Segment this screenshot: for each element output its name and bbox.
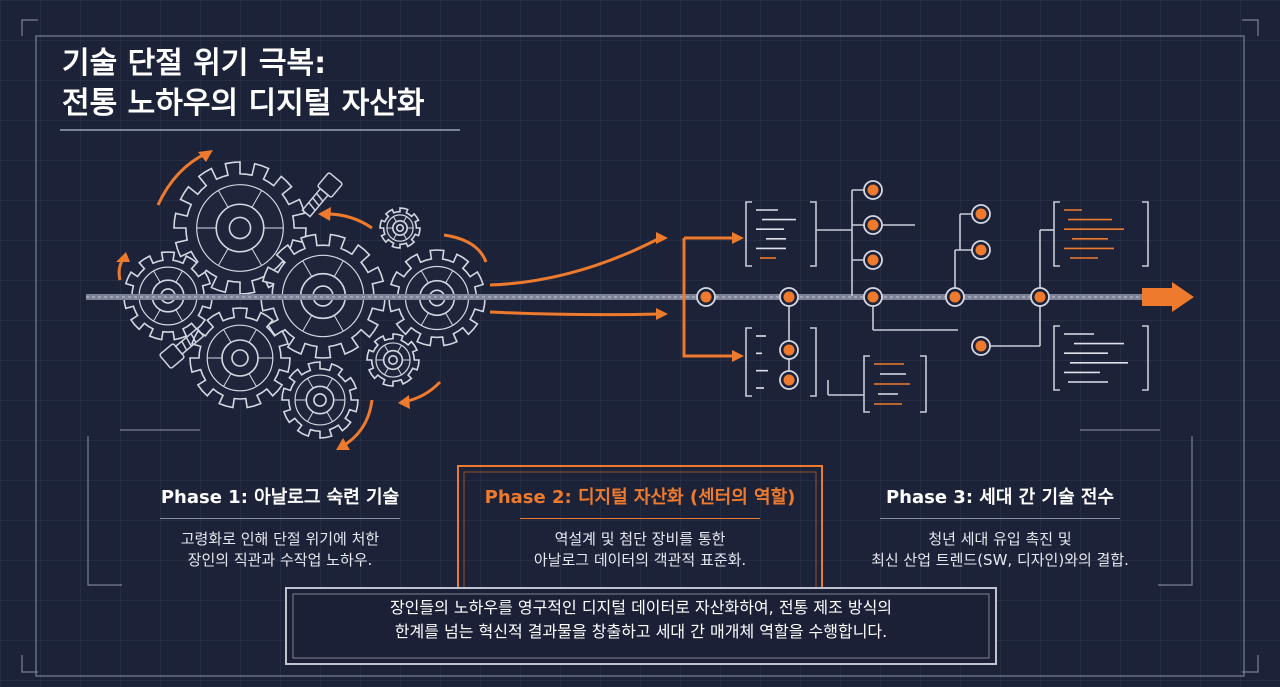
node-icon <box>863 250 883 270</box>
title-underline <box>60 129 460 131</box>
node-icon <box>779 287 799 307</box>
phase-2-description: 역설계 및 첨단 장비를 통한 아날로그 데이터의 객관적 표준화. <box>478 529 802 571</box>
node-icon <box>1030 287 1050 307</box>
title-line-1: 기술 단절 위기 극복: <box>62 46 327 81</box>
page-title: 기술 단절 위기 극복: 전통 노하우의 디지털 자산화 <box>62 44 425 124</box>
phase-2-desc-line: 아날로그 데이터의 객관적 표준화. <box>533 551 747 569</box>
node-icon <box>696 287 716 307</box>
node-icon <box>863 287 883 307</box>
arrowheads <box>116 150 410 450</box>
summary-line-2: 한계를 넘는 혁신적 결과물을 창출하고 세대 간 매개체 역할을 수행합니다. <box>394 622 888 641</box>
node-icon <box>945 287 965 307</box>
phase-3-divider <box>880 518 1120 519</box>
phase-2-desc-line: 역설계 및 첨단 장비를 통한 <box>554 530 726 548</box>
node-icon <box>971 204 991 224</box>
phase-1-card: Phase 1: 아날로그 숙련 기술 고령화로 인해 단절 위기에 처한 장인… <box>130 486 430 571</box>
node-icon <box>971 240 991 260</box>
gear-icon <box>281 361 359 439</box>
phase-1-desc-line: 장인의 직관과 수작업 노하우. <box>187 551 373 569</box>
bolt-icon <box>159 327 205 369</box>
gear-icon <box>366 333 420 387</box>
title-line-2: 전통 노하우의 디지털 자산화 <box>62 86 425 121</box>
gear-icon <box>189 307 291 409</box>
node-icon <box>779 340 799 360</box>
gear-icon <box>173 161 307 295</box>
phase-2-card: Phase 2: 디지털 자산화 (센터의 역할) 역설계 및 첨단 장비를 통… <box>478 486 802 571</box>
phase-2-title: Phase 2: 디지털 자산화 (센터의 역할) <box>484 487 796 508</box>
gear-icon <box>379 207 421 249</box>
node-icon <box>863 180 883 200</box>
code-panels <box>745 201 1149 413</box>
blueprint-frame <box>21 19 1259 677</box>
flow-fork-arrows <box>489 236 738 358</box>
phase-3-card: Phase 3: 세대 간 기술 전수 청년 세대 유입 촉진 및 최신 산업 … <box>850 486 1150 571</box>
gear-cluster <box>123 161 486 439</box>
summary-box-frame <box>285 587 997 665</box>
summary-text: 장인들의 노하우를 영구적인 디지털 데이터로 자산화하여, 전통 제조 방식의… <box>297 596 985 644</box>
main-flow-line <box>86 282 1194 312</box>
phase-3-desc-line: 최신 산업 트렌드(SW, 디자인)와의 결합. <box>871 551 1129 569</box>
summary-line-1: 장인들의 노하우를 영구적인 디지털 데이터로 자산화하여, 전통 제조 방식의 <box>389 598 893 617</box>
code-panel-icon <box>1053 201 1149 267</box>
phase-1-title: Phase 1: 아날로그 숙련 기술 <box>160 487 400 508</box>
phase-3-desc-line: 청년 세대 유입 촉진 및 <box>928 530 1072 548</box>
code-panel-icon <box>1053 325 1149 391</box>
code-panel-icon <box>863 355 927 413</box>
phase-3-title: Phase 3: 세대 간 기술 전수 <box>885 487 1115 508</box>
phase-1-divider <box>160 518 400 519</box>
bolt-icon <box>301 172 343 218</box>
phase-2-divider <box>520 518 760 519</box>
node-icon <box>779 370 799 390</box>
code-panel-icon <box>745 201 817 267</box>
node-icon <box>971 336 991 356</box>
flow-arrow-icon <box>1142 282 1194 312</box>
circuit-nodes <box>696 180 1050 390</box>
circuit-lines <box>788 189 1054 396</box>
arrow-icon <box>443 233 488 263</box>
phase-3-description: 청년 세대 유입 촉진 및 최신 산업 트렌드(SW, 디자인)와의 결합. <box>850 529 1150 571</box>
phase-1-description: 고령화로 인해 단절 위기에 처한 장인의 직관과 수작업 노하우. <box>130 529 430 571</box>
node-icon <box>863 215 883 235</box>
bolt-group <box>159 172 343 369</box>
code-panel-icon <box>745 327 817 397</box>
phase-1-desc-line: 고령화로 인해 단절 위기에 처한 <box>180 530 380 548</box>
